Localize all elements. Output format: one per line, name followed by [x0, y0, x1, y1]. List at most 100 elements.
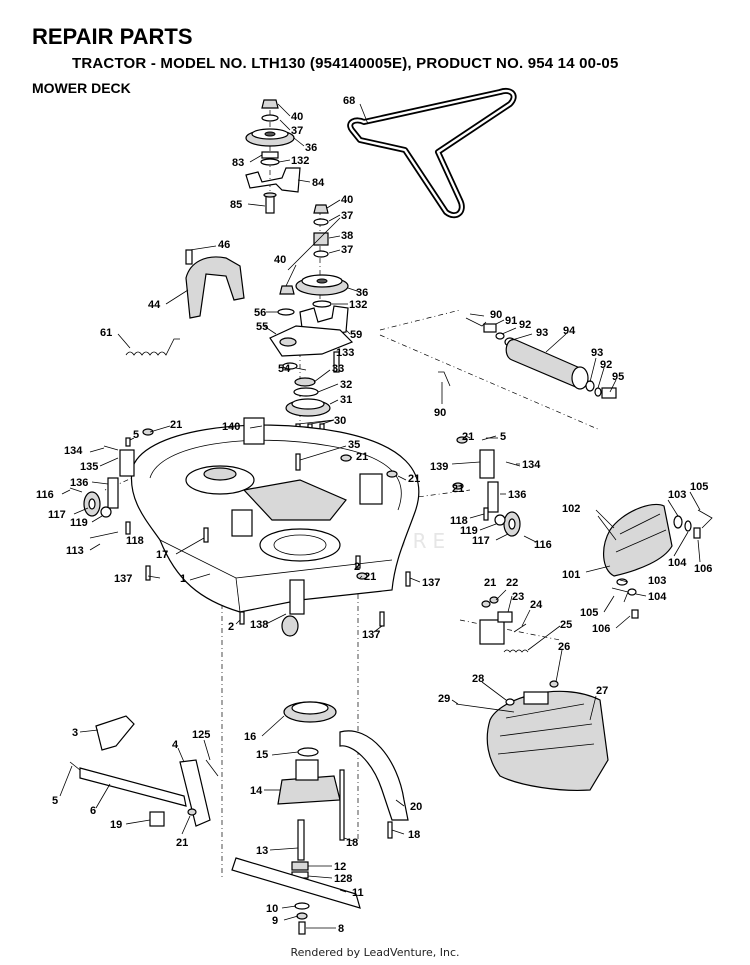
callout-21: 21 — [364, 571, 376, 583]
washer-119b — [494, 514, 506, 526]
model-subtitle: TRACTOR - MODEL NO. LTH130 (954140005E),… — [72, 55, 619, 72]
callout-37: 37 — [341, 244, 353, 256]
callout-104: 104 — [668, 557, 687, 569]
nut-118a — [125, 521, 131, 535]
spacer-83 — [261, 151, 279, 159]
callout-134: 134 — [64, 445, 83, 457]
washer-32 — [293, 387, 319, 397]
callout-125: 125 — [192, 729, 210, 741]
bolt-106a — [693, 527, 701, 539]
nut-21b — [456, 436, 468, 444]
callout-19: 19 — [110, 819, 122, 831]
callout-21: 21 — [408, 473, 420, 485]
callout-21: 21 — [356, 451, 368, 463]
bolt-8 — [298, 921, 306, 935]
callout-29: 29 — [438, 693, 450, 705]
callout-4: 4 — [172, 739, 179, 751]
plate-23 — [497, 611, 513, 623]
callout-90: 90 — [434, 407, 446, 419]
callout-101: 101 — [562, 569, 580, 581]
spring-105a — [697, 509, 713, 529]
callout-90: 90 — [490, 309, 502, 321]
bracket-91 — [483, 323, 497, 333]
nut-40c — [279, 285, 295, 295]
nut-95 — [601, 387, 617, 399]
callout-21: 21 — [452, 483, 464, 495]
callout-119: 119 — [460, 525, 478, 537]
bolt-17 — [203, 527, 209, 543]
nut-33 — [294, 377, 316, 387]
spindle-blade-assembly — [231, 701, 409, 935]
callout-3: 3 — [72, 727, 78, 739]
nut-21g — [481, 600, 491, 608]
pin-125 — [205, 759, 219, 777]
bearing-15 — [297, 747, 319, 757]
right-deck-hangers — [239, 435, 537, 637]
nut-40b — [313, 204, 329, 214]
lift-linkage-assembly — [69, 715, 219, 827]
callout-119: 119 — [70, 517, 88, 529]
callout-106: 106 — [592, 623, 610, 635]
callout-5: 5 — [500, 431, 506, 443]
callout-105: 105 — [690, 481, 708, 493]
bolt-46 — [185, 249, 193, 265]
callout-83: 83 — [232, 157, 244, 169]
callout-85: 85 — [230, 199, 242, 211]
callout-105: 105 — [580, 607, 598, 619]
callout-17: 17 — [156, 549, 168, 561]
bolt-85 — [265, 194, 275, 214]
blade-guard-20 — [339, 730, 409, 821]
callout-26: 26 — [558, 641, 570, 653]
callout-93: 93 — [536, 327, 548, 339]
callout-38: 38 — [341, 230, 353, 242]
spacer-38 — [313, 232, 329, 246]
callout-40: 40 — [291, 111, 303, 123]
latch — [523, 691, 549, 705]
clip-28 — [505, 698, 515, 706]
bolt-35 — [295, 453, 301, 471]
callout-116: 116 — [534, 539, 552, 551]
washer-9 — [296, 912, 308, 920]
callout-140: 140 — [222, 421, 240, 433]
anti-scalp-roller-assembly — [438, 317, 617, 399]
callout-28: 28 — [472, 673, 484, 685]
bolt-2a — [355, 555, 361, 569]
callout-118: 118 — [126, 535, 144, 547]
callout-12: 12 — [334, 861, 346, 873]
callout-137: 137 — [114, 573, 132, 585]
rod-24 — [513, 623, 527, 633]
bolt-113 — [89, 531, 119, 539]
bolt-116a — [69, 487, 83, 493]
blade-11 — [231, 857, 361, 909]
wheel-bracket-138 — [289, 579, 305, 615]
washer-119a — [100, 506, 112, 518]
callout-21: 21 — [176, 837, 188, 849]
callout-11: 11 — [352, 887, 364, 899]
callout-16: 16 — [244, 731, 256, 743]
callout-113: 113 — [66, 545, 84, 557]
mower-deck-1 — [130, 424, 420, 613]
callout-labels: 40 37 36 83 132 84 85 68 40 37 38 37 40 … — [36, 95, 712, 935]
callout-139: 139 — [430, 461, 448, 473]
bushing-104b — [627, 588, 637, 596]
bolt-116b — [523, 535, 537, 543]
upper-idler-pulley-assembly — [245, 99, 301, 214]
bracket-136b — [487, 481, 499, 513]
callout-31: 31 — [340, 394, 352, 406]
callout-137: 137 — [422, 577, 440, 589]
nut-26 — [549, 680, 559, 688]
callout-18: 18 — [346, 837, 358, 849]
leader-lines — [59, 103, 701, 929]
washer-37a — [261, 114, 279, 122]
callout-30: 30 — [334, 415, 346, 427]
washer-10 — [294, 902, 310, 910]
callout-23: 23 — [512, 591, 524, 603]
bolt-19 — [149, 811, 165, 827]
bracket-3 — [95, 715, 135, 751]
arm-4 — [179, 759, 211, 827]
callout-95: 95 — [612, 371, 624, 383]
callout-37: 37 — [291, 125, 303, 137]
bolt-137c — [379, 611, 385, 627]
callout-133: 133 — [336, 347, 354, 359]
bolt-137b — [405, 571, 411, 587]
